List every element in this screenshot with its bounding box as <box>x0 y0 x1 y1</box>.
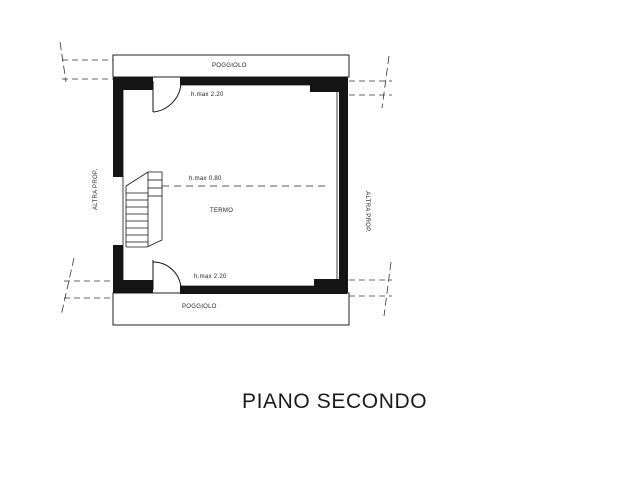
balcony-top-label: POGGIOLO <box>212 63 247 69</box>
staircase <box>125 171 163 248</box>
plan-title: PIANO SECONDO <box>242 390 427 413</box>
height-top-label: h.max 2.20 <box>191 92 224 98</box>
balcony-bottom-label: POGGIOLO <box>182 304 217 310</box>
balcony-bottom <box>112 292 350 326</box>
door-top <box>152 81 182 113</box>
walls <box>113 77 348 294</box>
height-bottom-label: h.max 2.20 <box>194 274 227 280</box>
height-middle-label: h.max 0.80 <box>189 176 222 182</box>
right-side-label: ALTRA PROP. <box>364 191 370 232</box>
room-label: TERMO <box>210 208 233 214</box>
inner-wall-lines <box>122 84 338 287</box>
boundary-lines <box>59 41 392 317</box>
door-bottom <box>152 260 182 290</box>
left-side-label: ALTRA PROP. <box>93 169 99 210</box>
